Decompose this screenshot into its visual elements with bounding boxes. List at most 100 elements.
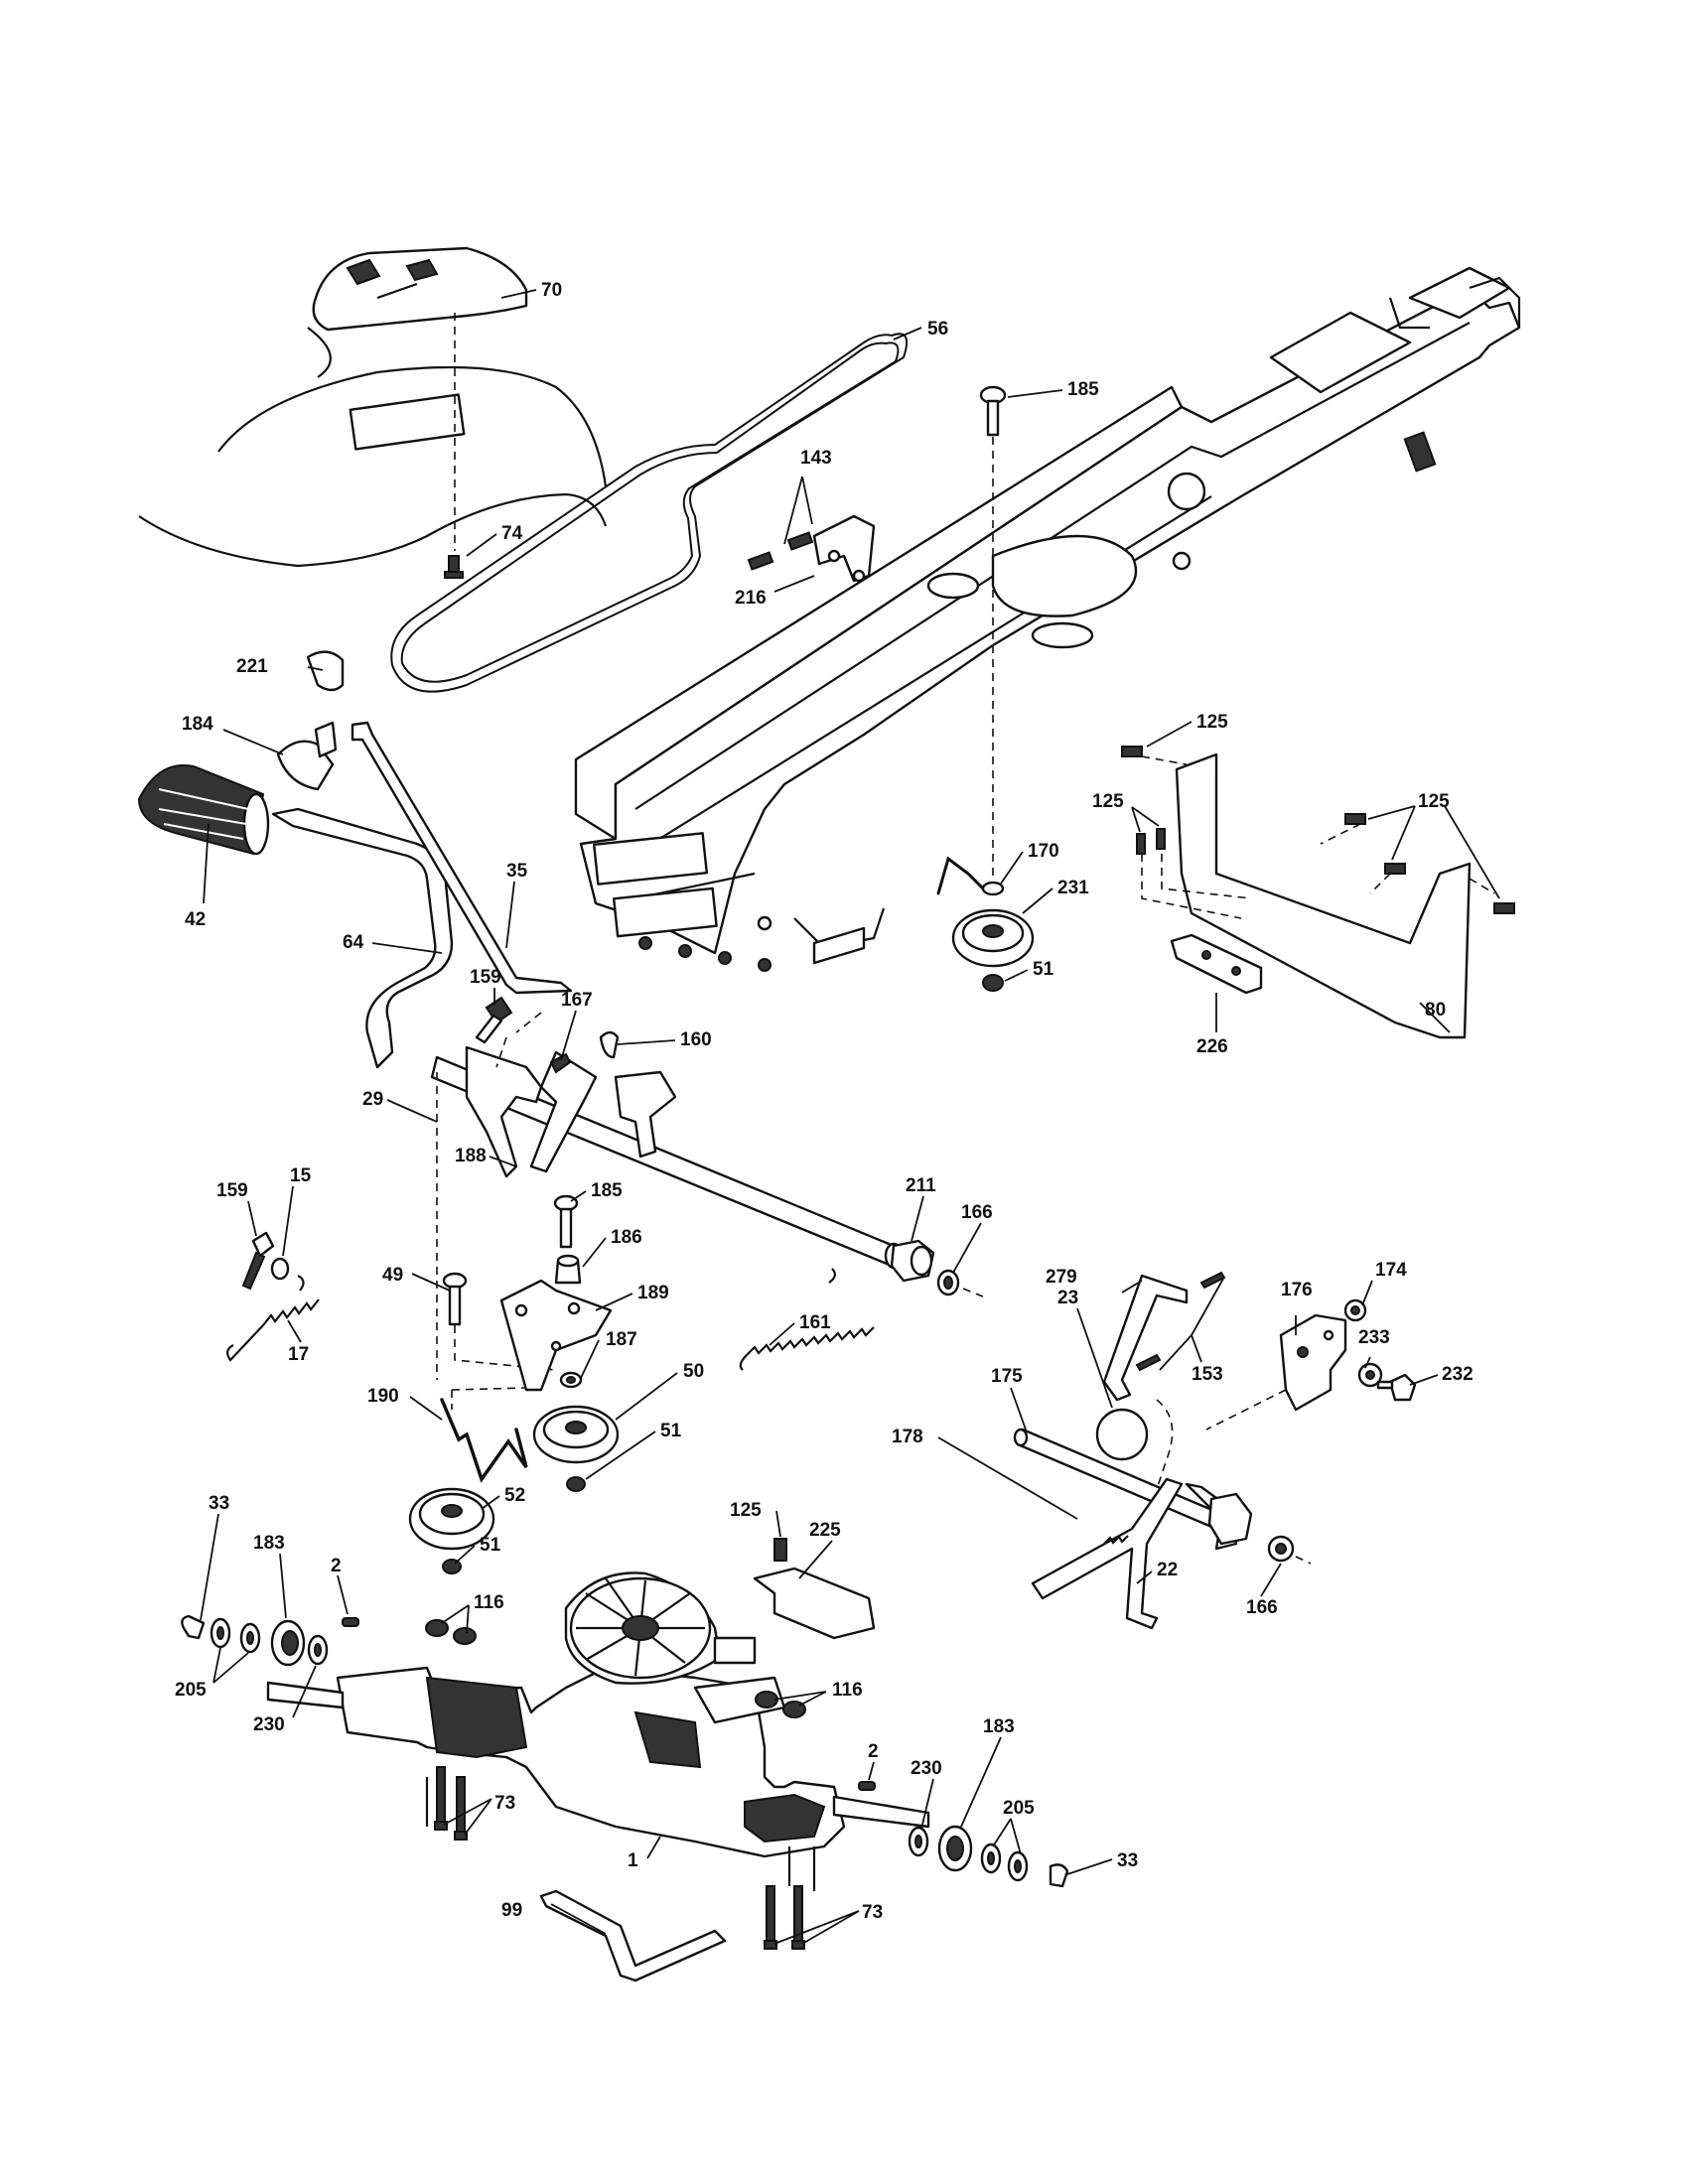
callout-50: 50 xyxy=(683,1361,704,1382)
callout-99: 99 xyxy=(501,1900,522,1921)
callout-116-upper: 116 xyxy=(474,1592,504,1613)
callout-175: 175 xyxy=(991,1366,1023,1387)
screw-part-74 xyxy=(444,555,464,579)
callout-51-upper: 51 xyxy=(1033,959,1054,980)
callout-161: 161 xyxy=(799,1312,831,1333)
callout-116-lower: 116 xyxy=(832,1680,863,1701)
bolts-part-125 xyxy=(1121,746,1515,919)
callout-221: 221 xyxy=(236,656,268,677)
ball-part-23 xyxy=(1095,1389,1287,1490)
callout-35: 35 xyxy=(506,861,528,882)
rod-part-35 xyxy=(351,721,573,995)
axle-flange xyxy=(1207,1492,1253,1546)
washer-part-187 xyxy=(559,1371,583,1389)
callout-205-left: 205 xyxy=(175,1680,207,1701)
callout-73-upper: 73 xyxy=(494,1793,515,1814)
callout-1: 1 xyxy=(628,1850,638,1871)
callout-73-lower: 73 xyxy=(862,1902,883,1923)
bushing-part-183-right xyxy=(937,1825,973,1872)
callout-189: 189 xyxy=(637,1283,669,1303)
callout-230-right: 230 xyxy=(911,1758,942,1779)
callout-49: 49 xyxy=(382,1265,403,1286)
callout-174: 174 xyxy=(1375,1260,1407,1281)
callout-23: 23 xyxy=(1057,1288,1078,1308)
pedal-arm-part-188 xyxy=(465,1045,677,1178)
bushing-part-183-left xyxy=(270,1619,306,1667)
callout-160: 160 xyxy=(680,1029,712,1050)
bolt-part-159-lower xyxy=(241,1231,275,1291)
washers-part-205-left xyxy=(210,1617,261,1654)
callout-125-a: 125 xyxy=(1196,712,1228,733)
callout-159-upper: 159 xyxy=(470,967,501,988)
callout-70: 70 xyxy=(541,280,562,301)
callout-2-left: 2 xyxy=(331,1556,342,1576)
bushing-part-211 xyxy=(890,1239,935,1283)
idler-arm-part-190 xyxy=(440,1387,528,1483)
callout-74: 74 xyxy=(501,523,523,544)
callout-143: 143 xyxy=(800,448,832,469)
washer-part-166-lower xyxy=(1267,1535,1312,1565)
callout-183-left: 183 xyxy=(253,1533,285,1554)
pulley-part-50 xyxy=(532,1405,620,1464)
spring-part-17 xyxy=(226,1275,320,1362)
callout-232: 232 xyxy=(1442,1364,1474,1385)
nut-part-174 xyxy=(1343,1298,1367,1322)
screw-part-143 xyxy=(747,531,814,571)
washer-part-166-upper xyxy=(936,1269,984,1297)
key-part-2 xyxy=(342,1617,876,1791)
knob-part-184 xyxy=(276,721,338,791)
bracket-part-226 xyxy=(1170,933,1263,995)
callout-184: 184 xyxy=(182,714,213,735)
bracket-part-176 xyxy=(1279,1313,1347,1412)
nut-part-51-upper xyxy=(982,974,1004,992)
retaining-ring-part-33-left xyxy=(181,1614,206,1640)
callout-64: 64 xyxy=(343,932,364,953)
callout-56: 56 xyxy=(927,319,948,340)
callout-178: 178 xyxy=(892,1427,923,1447)
callout-167: 167 xyxy=(561,990,593,1011)
callout-159-lower: 159 xyxy=(216,1180,248,1201)
spring-part-15 xyxy=(270,1257,290,1281)
spring-clip-part-153 xyxy=(1135,1271,1226,1372)
washer-part-233 xyxy=(1357,1362,1383,1388)
callout-22: 22 xyxy=(1157,1560,1178,1580)
rod-part-99 xyxy=(539,1889,727,1982)
bolt-part-232 xyxy=(1376,1373,1417,1402)
clip-part-160 xyxy=(599,1030,620,1059)
bolt-part-125-lower xyxy=(773,1538,787,1562)
callout-186: 186 xyxy=(611,1227,642,1248)
retaining-ring-part-33-right xyxy=(1049,1863,1069,1888)
callout-42: 42 xyxy=(185,909,206,930)
callout-216: 216 xyxy=(735,588,767,609)
fender-body xyxy=(138,313,608,568)
leader-lines xyxy=(200,289,1500,1945)
pulley-part-231 xyxy=(951,908,1035,968)
callout-29: 29 xyxy=(362,1089,383,1110)
carriage-bolt-part-185-upper xyxy=(979,385,1007,879)
callout-188: 188 xyxy=(455,1146,487,1166)
callout-125-d: 125 xyxy=(730,1500,762,1521)
bolt-part-159-upper xyxy=(475,996,513,1044)
shield-part-80 xyxy=(1141,752,1495,1039)
callout-170: 170 xyxy=(1028,841,1059,862)
callout-17: 17 xyxy=(288,1344,309,1365)
lever-part-178 xyxy=(1031,1477,1238,1630)
washer-part-230-left xyxy=(307,1634,329,1666)
callout-153: 153 xyxy=(1192,1364,1223,1385)
callout-166-upper: 166 xyxy=(961,1202,993,1223)
clip-part-221 xyxy=(306,650,345,692)
callout-125-c: 125 xyxy=(1418,791,1450,812)
frame-chassis xyxy=(574,266,1521,972)
callout-166-lower: 166 xyxy=(1246,1597,1278,1618)
bracket-part-216 xyxy=(812,514,876,583)
pulley-part-52 xyxy=(408,1487,495,1551)
callout-226: 226 xyxy=(1196,1036,1228,1057)
belt-part-56 xyxy=(390,333,908,693)
callout-15: 15 xyxy=(290,1165,312,1186)
transaxle-part-1 xyxy=(266,1571,930,1891)
callout-183-right: 183 xyxy=(983,1716,1015,1737)
callout-80: 80 xyxy=(1425,1000,1446,1021)
callout-2-right: 2 xyxy=(868,1741,879,1762)
idler-arm-part-170 xyxy=(936,856,1005,896)
callout-33-left: 33 xyxy=(209,1493,229,1514)
